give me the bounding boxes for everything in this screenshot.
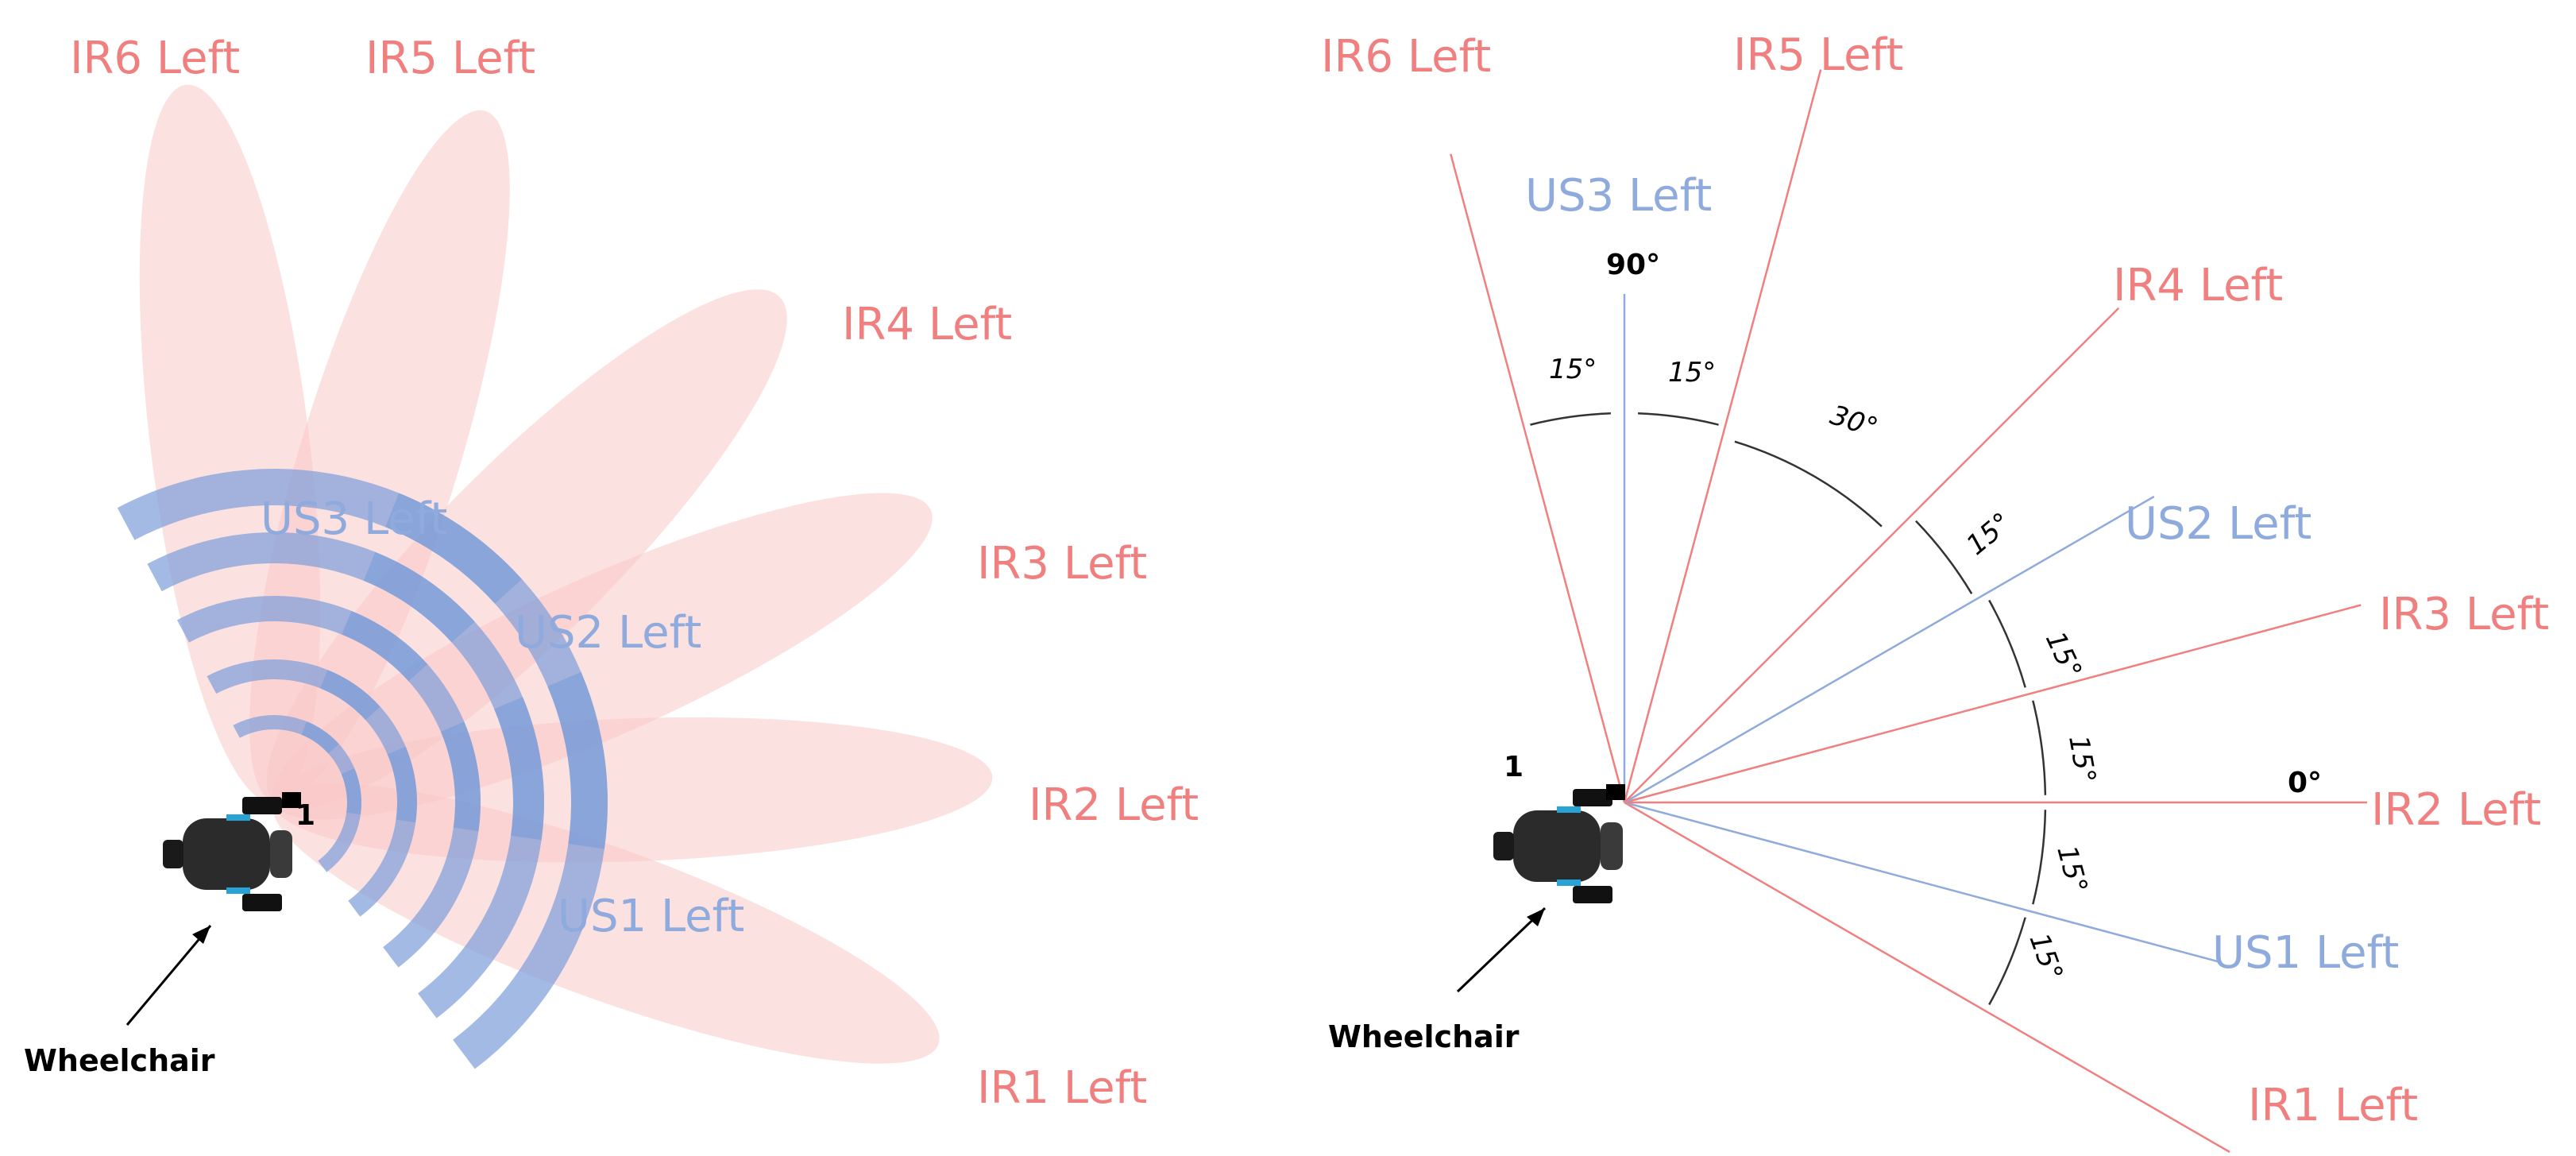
ninety-degree-label: 90° [1606,249,1660,281]
angle-arc-6 [2032,700,2047,795]
sensor-rays [1450,69,2367,1154]
ir1-label: IR1 Left [977,1062,1147,1114]
ir3-ray [1624,604,2362,804]
ir5-ray [1623,69,1822,803]
wheelchair-pointer-arrow [1456,907,1547,993]
wheelchair-icon [1493,784,1625,903]
us-coverage-waves [117,469,608,1069]
us-wave-3-1 [233,715,339,754]
zero-degree-label: 0° [2288,767,2322,799]
angle-label-15: 15° [2062,733,2102,786]
left-panel-coverage: 1 Wheelchair IR6 Left IR5 Left IR4 Left … [24,33,1199,1114]
ir6-ray [1450,153,1626,803]
ir3-label: IR3 Left [2379,589,2549,640]
ir1-ray [1624,801,2230,1154]
angle-arc-1 [1530,412,1611,426]
wheelchair-icon [163,792,301,911]
ir5-label: IR5 Left [1733,29,1903,81]
ir6-label: IR6 Left [70,33,240,84]
us-wave-3-3 [176,595,428,682]
ir4-label: IR4 Left [2113,260,2283,311]
angle-arcs [1530,412,2047,1006]
ir-lobe-4 [266,289,787,810]
us-wave-3-2 [207,659,380,721]
arrow-head [1527,908,1545,926]
us1-label: US1 Left [2212,927,2399,979]
ir1-label: IR1 Left [2248,1080,2418,1131]
ir2-label: IR2 Left [1029,779,1199,831]
us1-ray [1624,801,2219,963]
angle-arc-3 [1734,440,1883,528]
wheelchair-pointer-arrow [126,925,212,1026]
sensor-number: 1 [295,799,315,832]
arrow-head [192,926,210,944]
angle-arc-8 [1988,917,2026,1006]
ir4-ray [1624,307,2120,803]
us2-label: US2 Left [515,607,701,659]
angle-label-15: 15° [1960,507,2018,562]
us3-label: US3 Left [1525,170,1712,222]
sensor-number: 1 [1504,751,1524,783]
ir6-label: IR6 Left [1321,31,1491,83]
us-wave-2-1 [301,721,361,815]
angle-label-15: 15° [1549,354,1597,385]
angle-label-30: 30° [1826,400,1882,445]
ir5-label: IR5 Left [365,33,535,84]
angle-label-15: 15° [2023,929,2069,984]
ir3-label: IR3 Left [977,538,1147,590]
angle-arc-5 [1988,599,2026,688]
ir2-label: IR2 Left [2371,784,2541,836]
us-wave-3-5 [117,469,523,604]
us1-label: US1 Left [558,891,744,942]
wheelchair-label: Wheelchair [1328,1019,1520,1054]
us2-ray [1624,495,2155,804]
us-wave-3-4 [147,532,475,643]
right-panel-angles: 1 Wheelchair 90° 0° 15° 15° 30° 15° 15° … [1321,29,2549,1154]
wheelchair-label: Wheelchair [24,1043,215,1078]
angle-arc-7 [2032,810,2047,905]
ir4-label: IR4 Left [842,299,1012,350]
angle-label-15: 15° [2050,842,2093,897]
angle-label-15: 15° [2039,627,2088,684]
us2-label: US2 Left [2125,498,2311,550]
angle-arc-2 [1638,412,1719,426]
angle-label-15: 15° [1668,357,1716,389]
angle-arc-4 [1915,520,1973,594]
us3-label: US3 Left [261,493,447,545]
